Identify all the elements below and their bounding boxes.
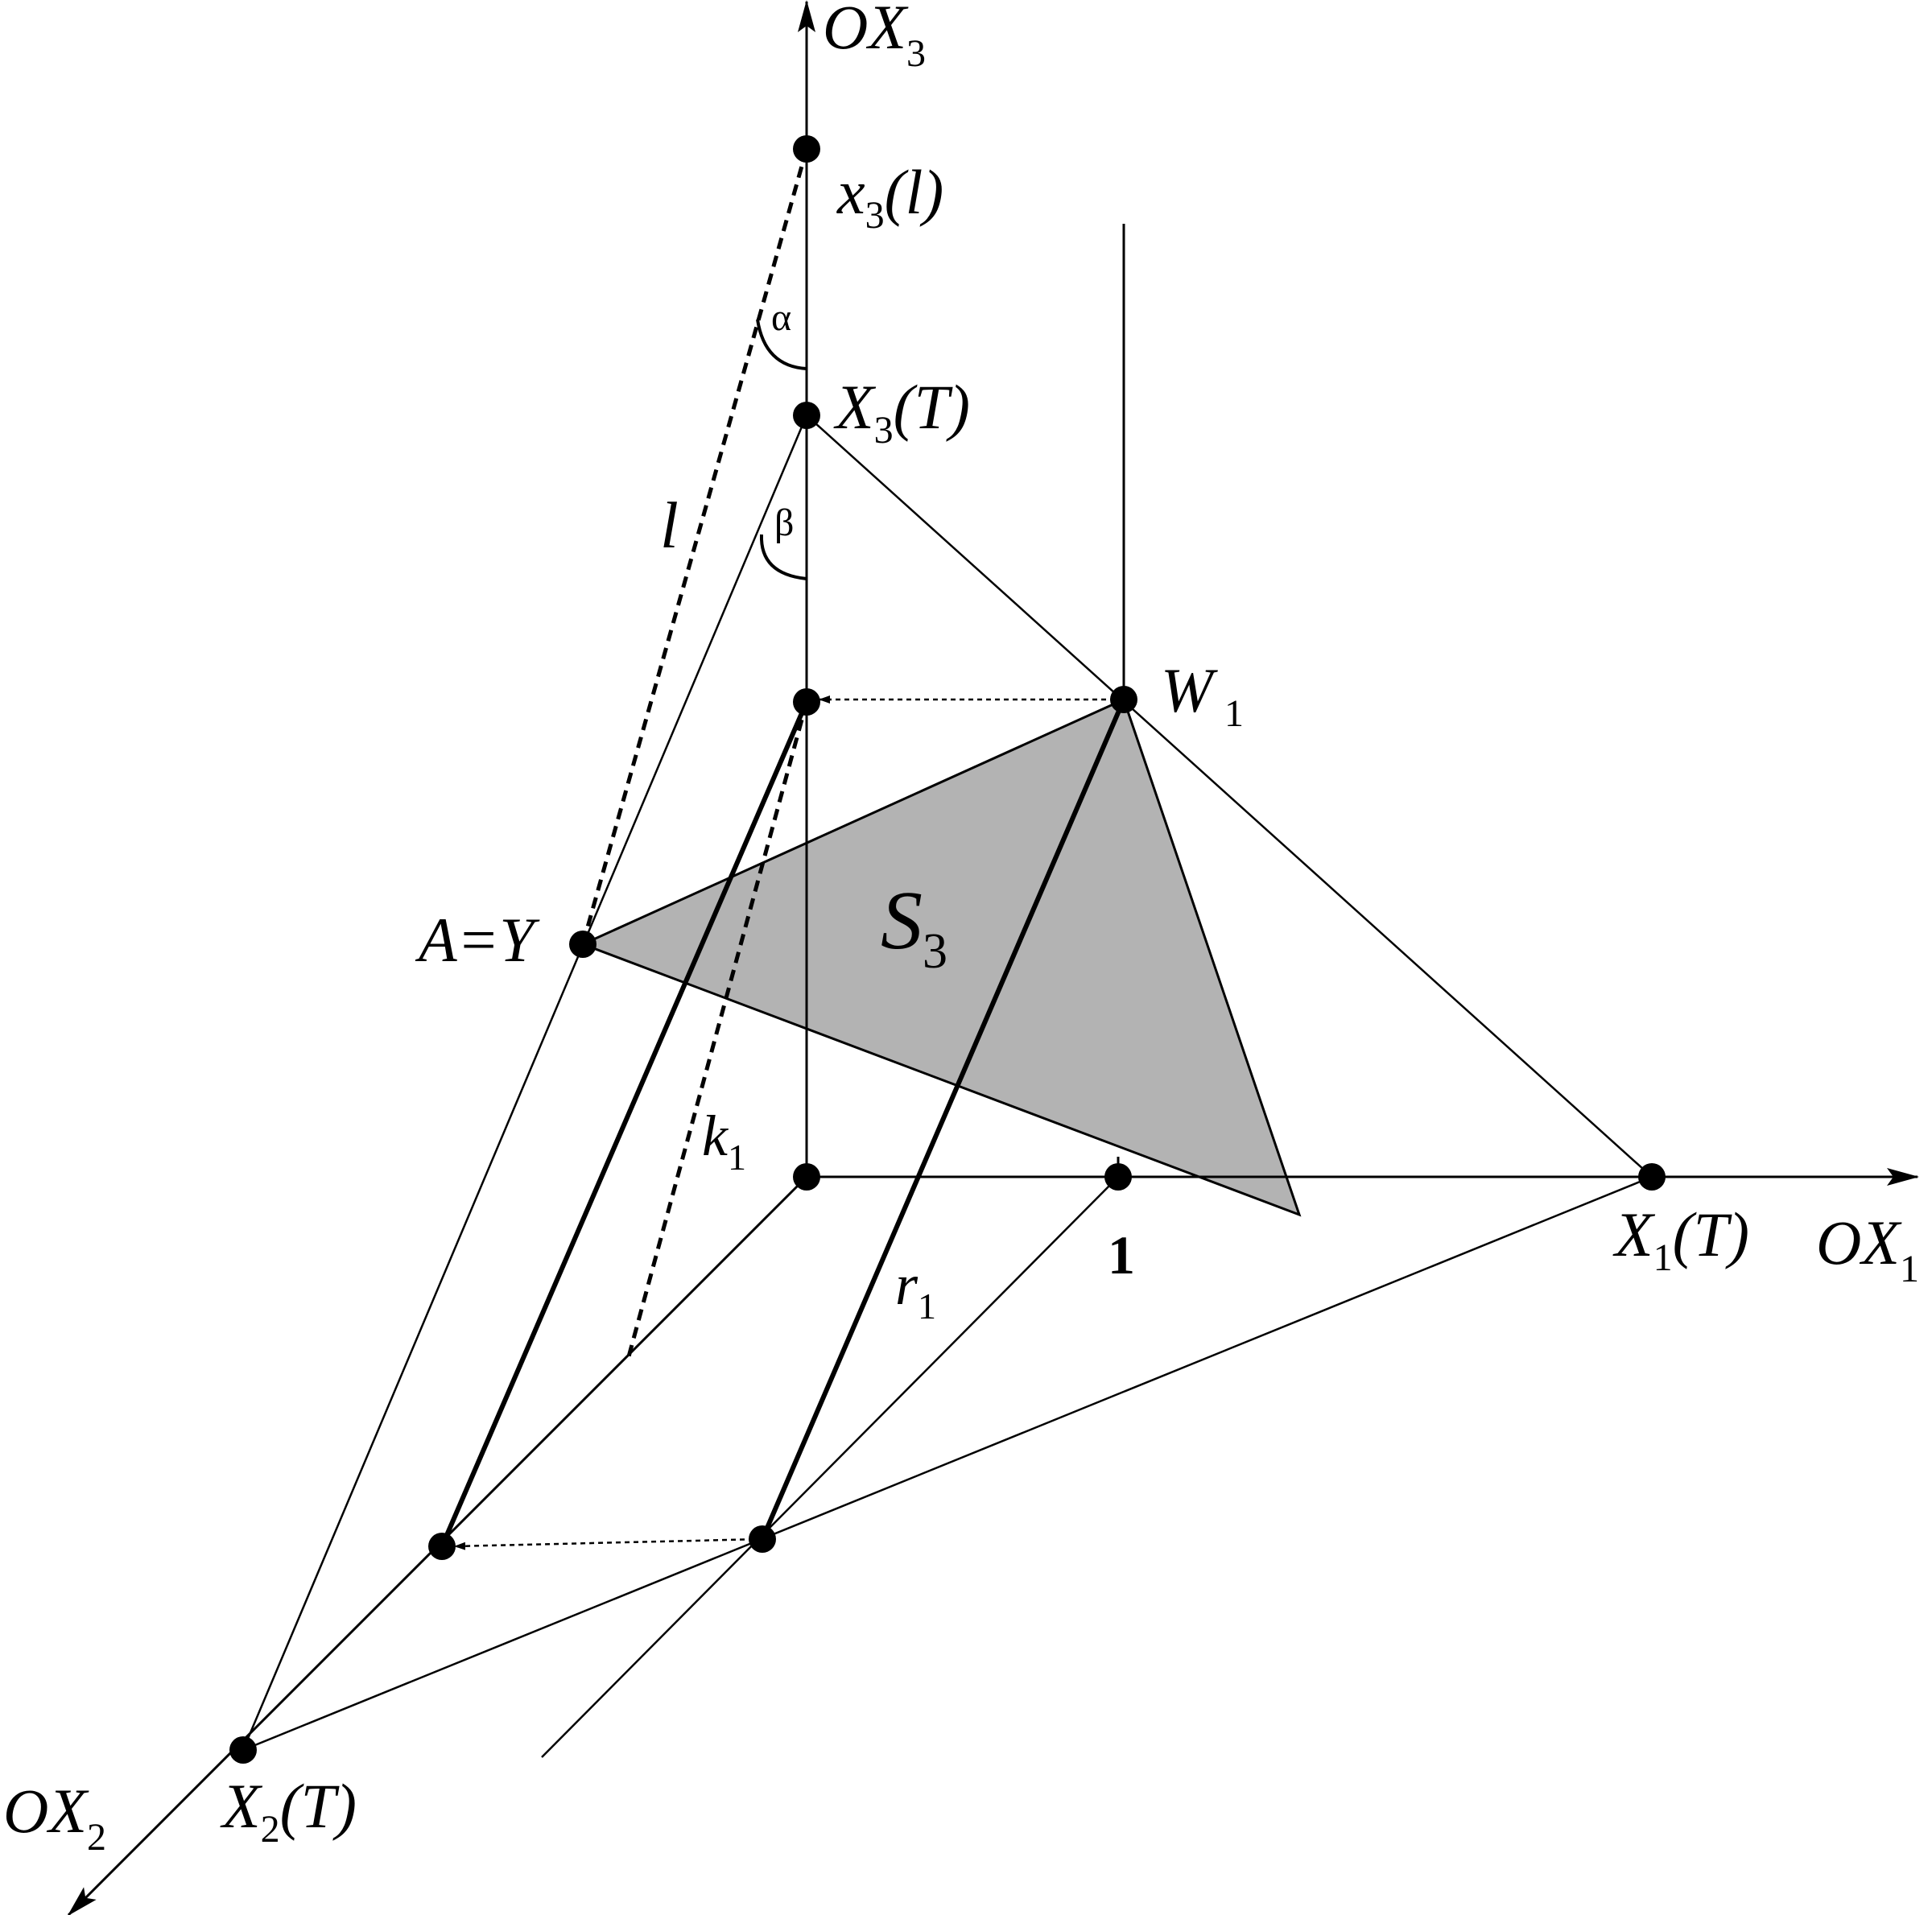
- label-line-l: l: [660, 489, 679, 562]
- label-ox2: OX2: [3, 1776, 106, 1859]
- label-x1t: X1(T): [1612, 1199, 1749, 1279]
- line-k1-dashed: [625, 701, 809, 1360]
- label-ox3: OX3: [823, 0, 926, 75]
- angle-alpha-arc: [756, 319, 807, 370]
- label-s3: S3: [881, 874, 947, 979]
- triangle-s3: [580, 697, 1302, 1217]
- point-x1t: [1638, 1163, 1666, 1191]
- projection-arrow-bottom: [454, 1537, 763, 1550]
- trace-x1-x2: [242, 1175, 1653, 1752]
- label-x3l: x3(l): [836, 157, 943, 237]
- point-x3t: [793, 402, 820, 429]
- line-l: [580, 148, 809, 945]
- label-r1: r1: [895, 1253, 936, 1327]
- label-x2t: X2(T): [220, 1771, 357, 1851]
- point-w1: [1110, 686, 1137, 713]
- label-beta: β: [774, 501, 794, 544]
- point-r1-bottom: [749, 1525, 776, 1553]
- point-origin: [793, 1163, 820, 1191]
- label-tick-one: 1: [1108, 1224, 1135, 1286]
- point-one: [1104, 1163, 1132, 1191]
- trace-x3-x1: [806, 415, 1653, 1178]
- label-k1: k1: [702, 1104, 746, 1178]
- points: [229, 135, 1666, 1764]
- point-a-y: [569, 931, 597, 958]
- point-k1-top: [793, 688, 820, 716]
- trace-x3-x2: [242, 415, 808, 1751]
- angle-beta-arc: [759, 534, 807, 580]
- line-k1-solid: [440, 700, 809, 1548]
- label-ox1: OX1: [1816, 1207, 1919, 1290]
- label-alpha: α: [771, 296, 791, 339]
- label-x3t: X3(T): [833, 372, 970, 452]
- label-a-y: A=Y: [415, 905, 540, 975]
- line-r1: [760, 698, 1126, 1541]
- point-x2t: [229, 1736, 257, 1764]
- point-x3l: [793, 135, 820, 163]
- point-k1-bottom: [428, 1533, 456, 1560]
- line-through-one: [541, 1176, 1119, 1758]
